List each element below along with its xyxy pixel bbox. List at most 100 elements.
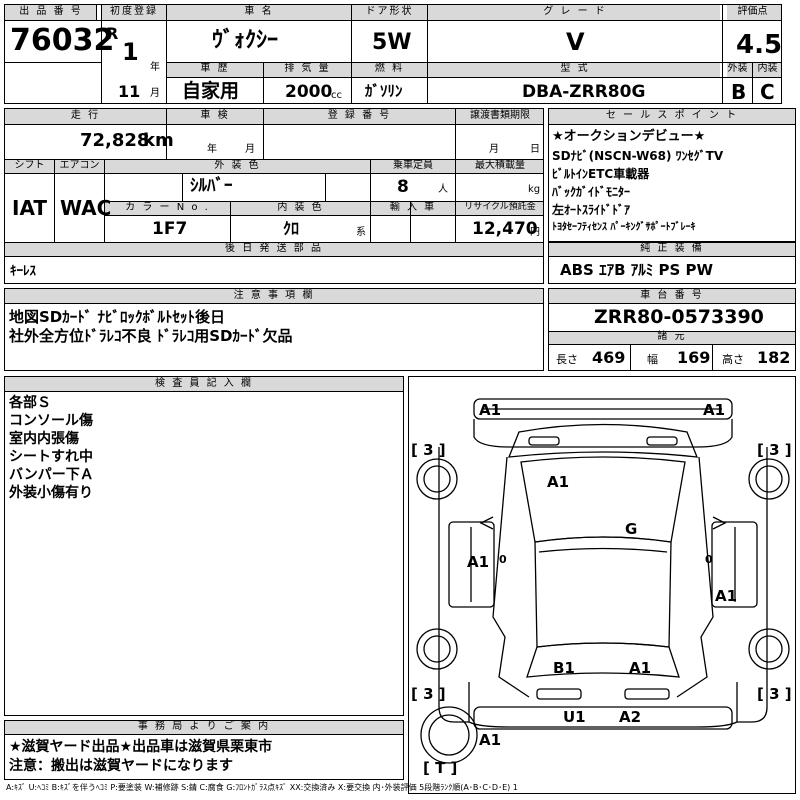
mark-rear-corner: A1 [479, 731, 501, 749]
height-value: 182 [757, 348, 791, 367]
note-line-2: 社外全方位ﾄﾞﾗﾚｺ不良 ﾄﾞﾗﾚｺ用SDｶｰﾄﾞ欠品 [9, 327, 293, 345]
ext-color-value: ｼﾙﾊﾞｰ [190, 176, 233, 196]
later-parts-label: 後 日 発 送 部 品 [225, 243, 323, 254]
first-reg-label: 初度登録 [110, 6, 158, 17]
capacity-value: 8 [397, 177, 409, 197]
era-value: R [106, 24, 119, 43]
ext-color-label: 外 装 色 [214, 160, 261, 171]
inspector-note-3: 室内内張傷 [9, 431, 79, 447]
displacement-value: 2000 [285, 82, 333, 102]
lot-no-label: 出 品 番 号 [19, 6, 83, 17]
inspector-label: 検 査 員 記 入 欄 [155, 378, 253, 389]
sales-point-4: ﾊﾞｯｸｶﾞｲﾄﾞﾓﾆﾀｰ [552, 185, 631, 199]
mark-left-side: A1 [467, 553, 489, 571]
inspection-label: 車 検 [200, 110, 230, 121]
sales-points-label: セ ー ル ス ポ イ ン ト [605, 110, 739, 121]
height-label: 高さ [722, 353, 744, 366]
int-color-unit: 系 [356, 227, 366, 238]
width-value: 169 [677, 348, 711, 367]
shift-value: IAT [12, 196, 48, 220]
notes-label: 注 意 事 項 欄 [233, 290, 315, 301]
month-unit: 月 [150, 88, 160, 99]
interior-label: 内装 [757, 63, 778, 74]
model-code-value: DBA-ZRR80G [522, 82, 646, 102]
mark-hood: A1 [547, 473, 569, 491]
sales-point-1: ★オークションデビュー★ [552, 129, 706, 144]
office-line-1: ★滋賀ヤード出品★出品車は滋賀県栗東市 [9, 739, 273, 755]
score-value: 4.5 [736, 30, 783, 60]
reg-no-label: 登 録 番 号 [327, 110, 392, 121]
damage-marks: A1 A1 A1 G A1 A1 B1 A1 U1 A2 A1 [ 3 ] [ … [411, 401, 792, 777]
first-reg-month-value: 11 [118, 82, 141, 101]
tire-spare: [ T ] [423, 759, 457, 777]
chassis-no-value: ZRR80-0573390 [594, 306, 764, 328]
tire-front-left: [ 3 ] [411, 441, 446, 459]
inspector-note-1: 各部Ｓ [9, 395, 51, 411]
mark-rear-right: A1 [629, 659, 651, 677]
history-label: 車 歴 [200, 63, 230, 74]
inspector-note-6: 外装小傷有り [9, 485, 93, 501]
length-label: 長さ [556, 353, 578, 366]
int-color-label: 内 装 色 [277, 202, 324, 213]
tire-front-right: [ 3 ] [757, 441, 792, 459]
recycle-label: リサイクル預託金 [464, 202, 536, 212]
capacity-label: 乗車定員 [393, 160, 433, 171]
displacement-label: 排 気 量 [284, 63, 331, 74]
inspection-year-unit: 年 [207, 144, 217, 155]
sales-point-6: ﾄﾖﾀｾｰﾌﾃｨｾﾝｽ ﾊﾟｰｷﾝｸﾞｻﾎﾟｰﾄﾌﾞﾚｰｷ [552, 222, 696, 233]
specs-label: 諸 元 [657, 331, 687, 342]
transfer-month-unit: 月 [489, 144, 499, 155]
legend-text: A:ｷｽﾞ U:ﾍｺﾐ B:ｷｽﾞを伴うﾍｺﾐ P:要塗装 W:補修跡 S:錆 … [6, 783, 518, 792]
grade-value: V [566, 28, 585, 56]
recycle-value: 12,470 [472, 219, 538, 239]
exterior-grade-value: B [731, 80, 747, 104]
later-parts-value: ｷｰﾚｽ [10, 264, 36, 279]
shift-label: シフト [14, 160, 45, 171]
genuine-equipment-label: 純 正 装 備 [640, 243, 704, 254]
fuel-value: ｶﾞｿﾘﾝ [365, 82, 403, 100]
mark-right-side: A1 [715, 587, 737, 605]
transfer-label: 譲渡書類期限 [470, 110, 530, 121]
year-unit: 年 [150, 62, 160, 73]
recycle-unit: 円 [530, 227, 540, 238]
mileage-value: 72,828 [80, 130, 150, 151]
max-load-label: 最大積載量 [475, 160, 525, 171]
aircon-value: WAC [60, 196, 112, 220]
inspector-note-5: バンパー下Ａ [9, 467, 94, 483]
displacement-unit: cc [331, 90, 342, 101]
car-name-value: ｳﾞｫｸｼｰ [212, 28, 279, 53]
mark-front-right: A1 [703, 401, 725, 419]
fuel-label: 燃 料 [374, 63, 405, 74]
sales-point-3: ﾋﾞﾙﾄｲﾝETC車載器 [552, 167, 650, 181]
inspector-note-4: シートすれ中 [9, 449, 93, 465]
note-line-1: 地図SDｶｰﾄﾞ ﾅﾋﾞﾛｯｸﾎﾞﾙﾄｾｯﾄ後日 [9, 308, 225, 326]
car-name-label: 車 名 [244, 6, 274, 17]
svg-text:0: 0 [499, 553, 507, 566]
score-label: 評価点 [737, 6, 768, 17]
mark-windshield: G [625, 520, 637, 538]
color-no-value: 1F7 [152, 219, 188, 239]
sales-point-2: SDﾅﾋﾞ(NSCN-W68) ﾜﾝｾｸﾞTV [552, 149, 724, 163]
inspection-month-unit: 月 [245, 144, 255, 155]
aircon-label: エアコン [59, 160, 100, 171]
damage-diagram: A1 A1 A1 G A1 A1 B1 A1 U1 A2 A1 [ 3 ] [ … [408, 376, 796, 794]
transfer-day-unit: 日 [530, 144, 540, 155]
tire-rear-right: [ 3 ] [757, 685, 792, 703]
car-outline [416, 398, 790, 764]
mark-rear-left: B1 [553, 659, 575, 677]
office-line-2: 注意：搬出は滋賀ヤードになります [9, 758, 233, 774]
grade-label: グ レ ー ド [543, 6, 607, 17]
length-value: 469 [592, 348, 626, 367]
doors-label: ドア形状 [365, 6, 414, 17]
width-label: 幅 [647, 353, 658, 366]
mileage-label: 走 行 [70, 110, 101, 121]
inspector-note-2: コンソール傷 [9, 413, 93, 429]
int-color-value: ｸﾛ [283, 219, 300, 238]
sales-point-5: 左ｵｰﾄｽﾗｲﾄﾞﾄﾞｱ [552, 203, 631, 217]
model-code-label: 型 式 [560, 63, 590, 74]
chassis-no-label: 車 台 番 号 [640, 290, 704, 301]
max-load-unit: kg [528, 184, 541, 195]
capacity-unit: 人 [438, 184, 448, 195]
tire-rear-left: [ 3 ] [411, 685, 446, 703]
first-reg-year-value: 1 [122, 38, 139, 66]
